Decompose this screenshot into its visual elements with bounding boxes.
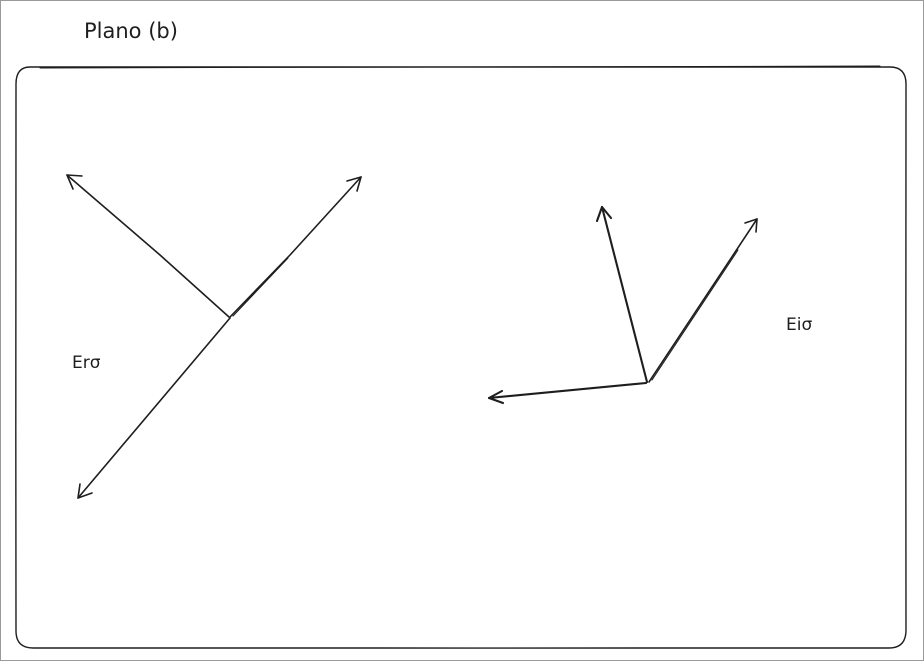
- left-group-label: Erσ: [72, 353, 101, 373]
- right-vector-left: [487, 381, 648, 400]
- plane-frame: [15, 66, 907, 649]
- right-vector-group: [487, 205, 758, 405]
- right-vector-up-right-arrowhead: [744, 218, 758, 233]
- left-vector-up-right-overstroke: [232, 257, 289, 317]
- left-vector-up-left-arrowhead: [66, 174, 83, 190]
- right-vector-up: [600, 205, 649, 384]
- plane-title: Plano (b): [84, 19, 178, 43]
- left-vector-up-left: [66, 174, 230, 318]
- right-group-label: Eiσ: [786, 315, 812, 335]
- left-vector-down-left-arrowhead: [77, 483, 93, 499]
- right-vector-up-right: [648, 218, 758, 383]
- right-vector-left-arrowhead: [487, 389, 505, 405]
- left-vector-up-right: [229, 176, 362, 318]
- right-vector-up-arrowhead: [595, 205, 613, 223]
- left-vector-down-left: [77, 317, 231, 499]
- left-vector-group: [66, 174, 362, 499]
- right-vector-up-right-overstroke: [651, 249, 739, 381]
- left-vector-up-right-arrowhead: [346, 176, 362, 192]
